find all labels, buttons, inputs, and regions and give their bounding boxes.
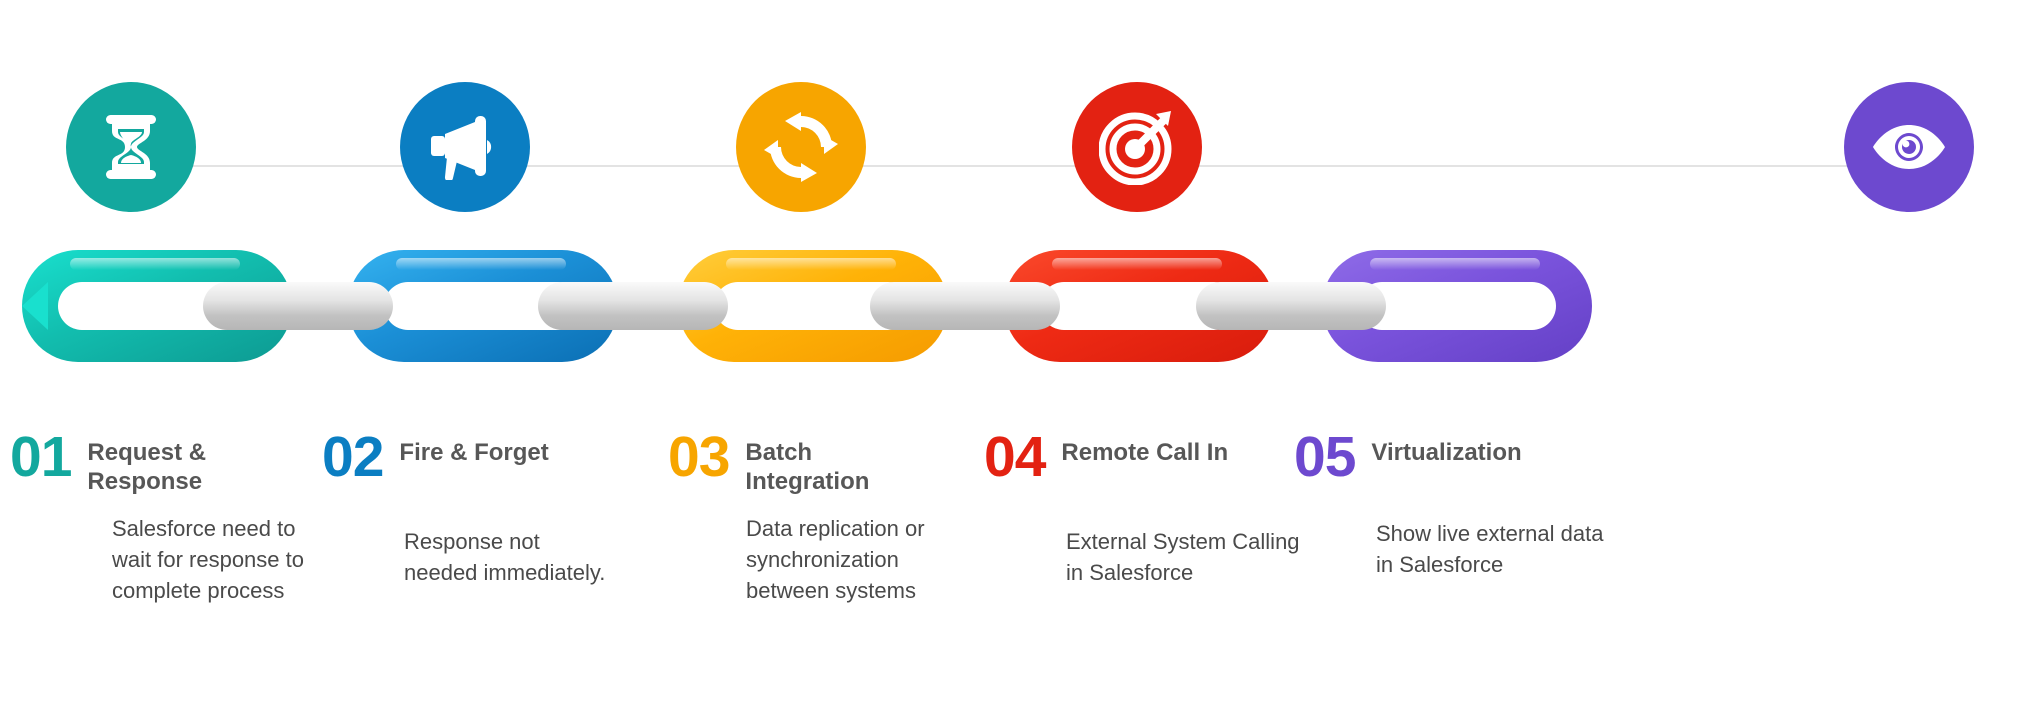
step-icon-circle-2[interactable] (400, 82, 530, 212)
step-title-2: Fire & Forget (399, 439, 549, 466)
step-number-2: 02 (322, 425, 384, 489)
step-header-1: 01 Request & Response (10, 425, 410, 497)
step-number-5: 05 (1294, 425, 1356, 489)
step-description-2: Response not needed immediately. (404, 529, 606, 586)
caption-row: 01 Request & Response Salesforce need to… (0, 425, 2039, 720)
hourglass-icon (100, 115, 162, 179)
step-caption-1: 01 Request & Response Salesforce need to… (10, 425, 410, 606)
step-caption-4: 04 Remote Call In External System Callin… (984, 425, 1384, 589)
step-description-5: Show live external data in Salesforce (1376, 521, 1604, 578)
chain-link-row (0, 242, 2039, 402)
step-description-1: Salesforce need to wait for response to … (112, 515, 304, 603)
step-header-4: 04 Remote Call In (984, 425, 1384, 489)
step-header-3: 03 Batch Integration (668, 425, 1068, 497)
target-arrow-icon (1099, 109, 1175, 185)
chain-link-5 (1322, 250, 1592, 362)
chain-connector-1 (203, 282, 393, 330)
step-number-3: 03 (668, 425, 730, 489)
megaphone-icon (431, 114, 499, 180)
step-icon-circle-1[interactable] (66, 82, 196, 212)
step-title-3: Batch Integration (745, 439, 870, 496)
step-title-5: Virtualization (1371, 439, 1522, 466)
icon-circle-row (0, 0, 2039, 230)
eye-icon (1871, 123, 1947, 171)
chain-connector-2 (538, 282, 728, 330)
step-title-4: Remote Call In (1061, 439, 1229, 466)
step-icon-circle-3[interactable] (736, 82, 866, 212)
step-number-1: 01 (10, 425, 72, 489)
chain-connector-3 (870, 282, 1060, 330)
horizontal-guide-line (170, 165, 1869, 167)
step-header-2: 02 Fire & Forget (322, 425, 722, 489)
step-caption-2: 02 Fire & Forget Response not needed imm… (322, 425, 722, 589)
chain-connector-4 (1196, 282, 1386, 330)
step-caption-3: 03 Batch Integration Data replication or… (668, 425, 1068, 606)
step-caption-5: 05 Virtualization Show live external dat… (1294, 425, 1694, 581)
sync-refresh-icon (764, 110, 838, 184)
step-number-4: 04 (984, 425, 1046, 489)
chain-link-1 (22, 250, 292, 362)
step-title-1: Request & Response (87, 439, 207, 496)
chain-link-2 (348, 250, 618, 362)
step-header-5: 05 Virtualization (1294, 425, 1694, 489)
step-icon-circle-5[interactable] (1844, 82, 1974, 212)
step-icon-circle-4[interactable] (1072, 82, 1202, 212)
step-description-4: External System Calling in Salesforce (1066, 529, 1300, 586)
step-description-3: Data replication or synchronization betw… (746, 515, 925, 603)
